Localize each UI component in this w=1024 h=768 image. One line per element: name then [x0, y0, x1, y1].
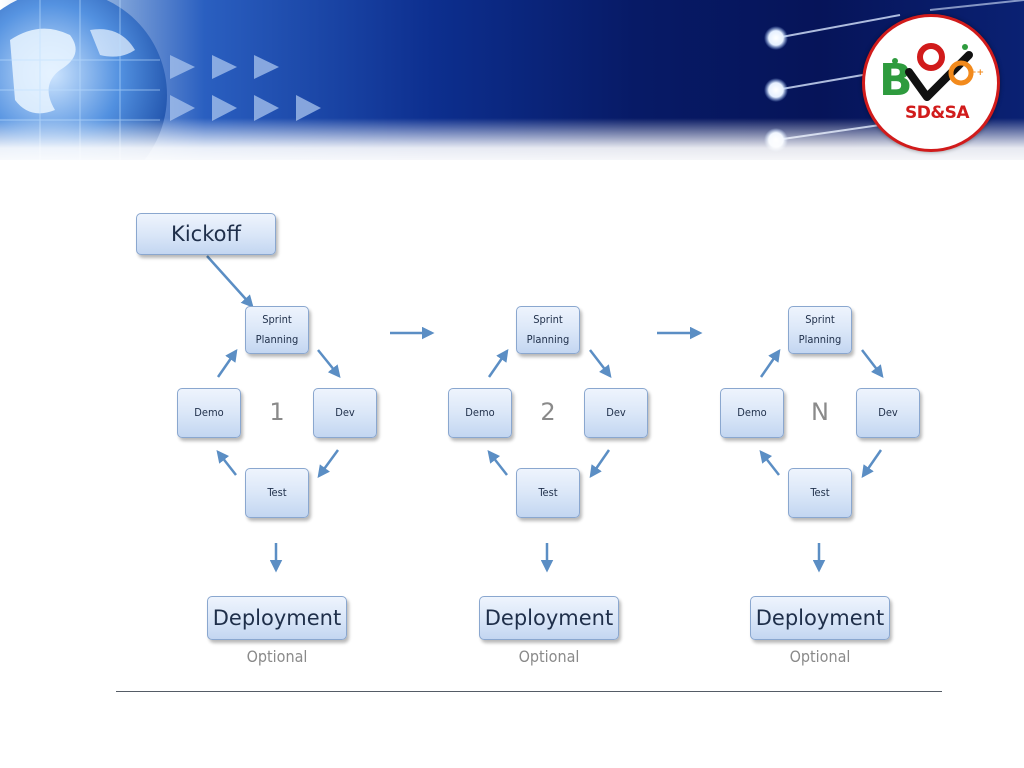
bottom-rule: [116, 691, 942, 692]
arrow-test-to-demo-2: [487, 450, 508, 476]
optional-label-n: Optional: [789, 647, 851, 666]
dev-box-1: Dev: [313, 388, 377, 438]
deployment-box-1: Deployment: [207, 596, 347, 640]
svg-text:++: ++: [969, 68, 984, 78]
test-box-n: Test: [788, 468, 852, 518]
dev-box-2: Dev: [584, 388, 648, 438]
arrow-planning-to-dev-n: [861, 349, 884, 378]
sprint-planning-label-1: Sprint Planning: [255, 313, 299, 346]
iteration-label-1: 1: [269, 398, 285, 426]
iteration-label-n: N: [811, 398, 829, 426]
sprint-planning-box-n: Sprint Planning: [788, 306, 852, 354]
test-box-2: Test: [516, 468, 580, 518]
arrow-planning-to-dev-1: [317, 349, 341, 378]
test-box-1: Test: [245, 468, 309, 518]
arrow-demo-to-planning-n: [759, 348, 781, 378]
play-arrows-icon: [170, 55, 321, 121]
banner-fade: [0, 118, 1024, 160]
sprint-planning-label-2: Sprint Planning: [526, 313, 570, 346]
demo-box-n: Demo: [720, 388, 784, 438]
sprint-planning-box-2: Sprint Planning: [516, 306, 580, 354]
optional-label-2: Optional: [518, 647, 580, 666]
arrow-dev-to-test-1: [317, 449, 340, 479]
arrow-dev-to-test-n: [861, 449, 883, 479]
kickoff-box: Kickoff: [136, 213, 276, 255]
deployment-box-2: Deployment: [479, 596, 619, 640]
arrow-test-to-demo-1: [216, 450, 237, 476]
demo-box-1: Demo: [177, 388, 241, 438]
iteration-label-2: 2: [540, 398, 556, 426]
arrow-demo-to-planning-1: [216, 348, 238, 378]
sprint-planning-box-1: Sprint Planning: [245, 306, 309, 354]
demo-box-2: Demo: [448, 388, 512, 438]
arrow-planning-to-dev-2: [589, 349, 612, 378]
arrow-test-to-demo-n: [759, 450, 780, 476]
sdsa-logo: B ++ SD&SA: [862, 14, 1000, 152]
kickoff-arrow: [206, 255, 254, 308]
arrow-demo-to-planning-2: [487, 348, 509, 378]
deployment-box-n: Deployment: [750, 596, 890, 640]
dev-box-n: Dev: [856, 388, 920, 438]
sprint-planning-label-n: Sprint Planning: [798, 313, 842, 346]
header-banner: [0, 0, 1024, 160]
optional-label-1: Optional: [246, 647, 308, 666]
logo-mark-icon: B ++: [879, 43, 984, 106]
arrow-dev-to-test-2: [589, 449, 611, 479]
logo-text: SD&SA: [905, 103, 970, 123]
